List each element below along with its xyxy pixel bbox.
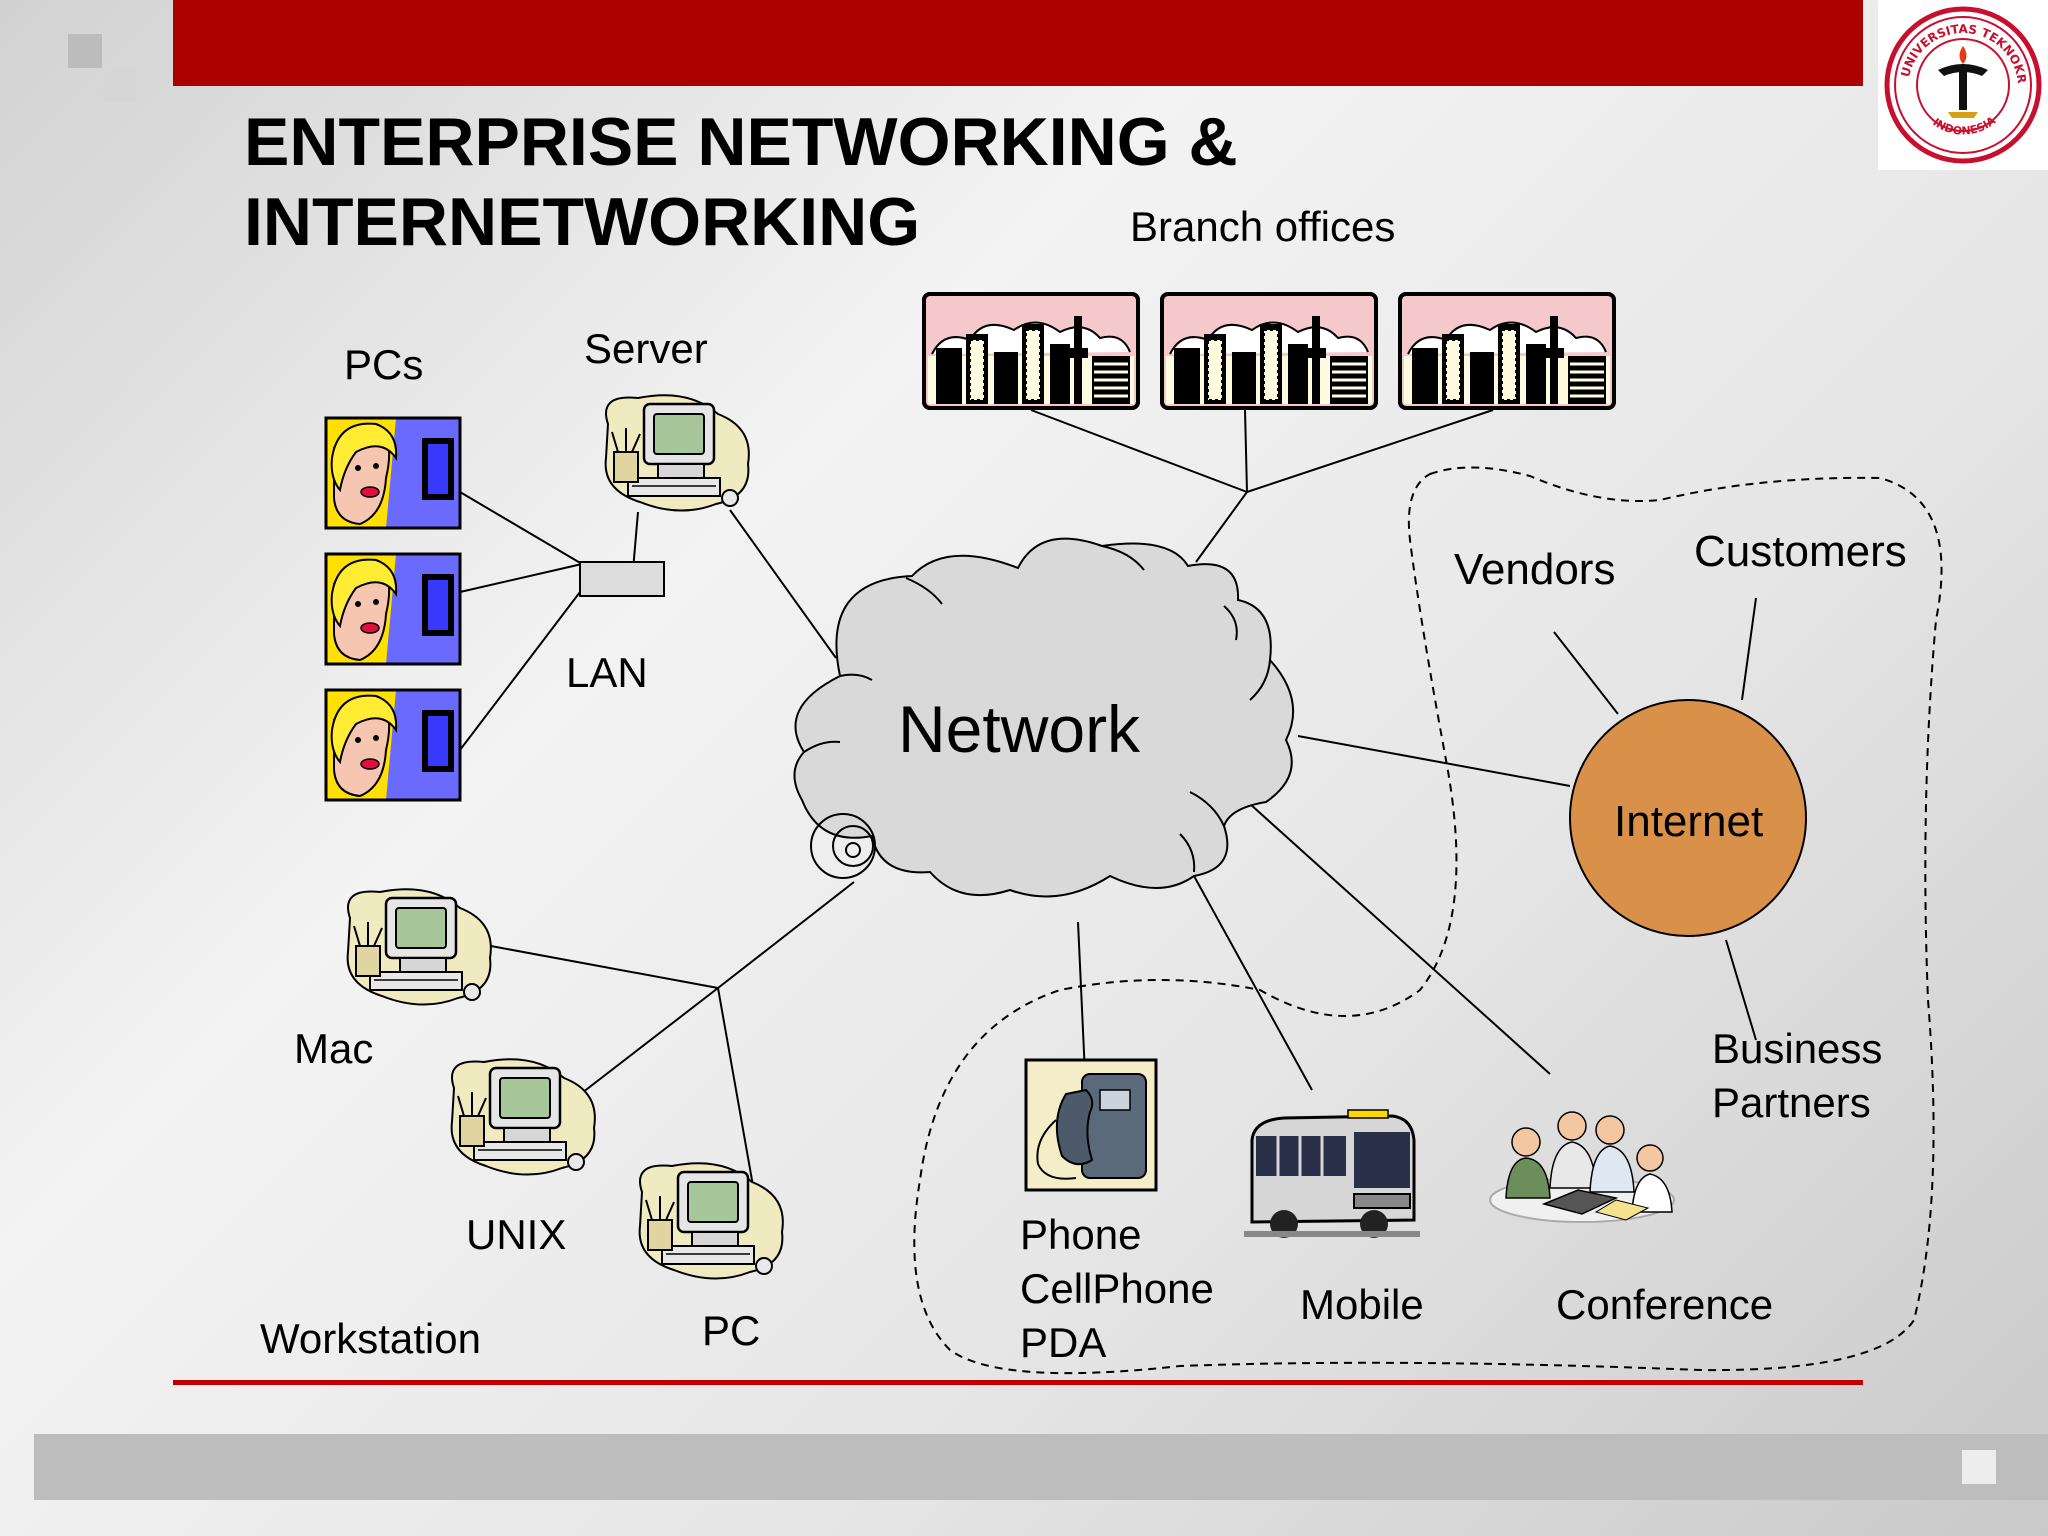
university-logo: UNIVERSITAS TEKNOKRAT INDONESIA [1874,0,2048,170]
phone-icon [1024,1058,1158,1192]
slide-title-line-1: ENTERPRISE NETWORKING & [244,104,1238,180]
corner-square-light [102,68,136,102]
network-label: Network [898,692,1141,766]
branch-offices-label: Branch offices [1130,203,1396,250]
business-partners-label-line-2: Partners [1712,1079,1871,1126]
phone-label: Phone [1020,1211,1142,1258]
external-boundary [913,466,1943,1375]
network-cloud [793,537,1295,898]
branch-office-1 [922,292,1140,410]
pcs-label: PCs [344,341,424,388]
pc-computer [638,1161,785,1280]
lan-hub [579,561,665,597]
footer-band [34,1434,2048,1500]
unix-label: UNIX [466,1211,567,1258]
pc-user-3 [324,688,462,802]
customers-label: Customers [1694,527,1907,576]
server-computer [604,393,751,512]
logo-seal-icon: UNIVERSITAS TEKNOKRAT INDONESIA [1874,0,2042,164]
bottom-rule [173,1380,1863,1385]
slide-title-line-2: INTERNETWORKING [244,184,921,260]
pc-label: PC [702,1307,761,1354]
pda-label: PDA [1020,1319,1107,1366]
conference-icon [1489,1111,1675,1223]
pc-user-2 [324,552,462,666]
connection-lines [459,409,1757,1215]
branch-office-2 [1160,292,1378,410]
unix-computer [450,1057,597,1176]
branch-office-3 [1398,292,1616,410]
footer-square [1962,1450,1996,1484]
server-label: Server [584,325,708,372]
internet-label: Internet [1614,797,1764,846]
lan-label: LAN [566,649,648,696]
pc-user-1 [324,416,462,530]
cellphone-label: CellPhone [1020,1265,1214,1312]
vendors-label: Vendors [1454,545,1616,594]
conference-label: Conference [1556,1281,1774,1328]
mobile-label: Mobile [1300,1281,1424,1328]
business-partners-label-line-1: Business [1712,1025,1883,1072]
workstation-label: Workstation [260,1315,481,1362]
internet-circle [1569,699,1807,937]
mac-label: Mac [294,1025,374,1072]
header-band [173,0,1863,86]
mac-computer [346,887,493,1006]
bus-icon [1244,1109,1420,1238]
corner-square-dark [68,34,102,68]
